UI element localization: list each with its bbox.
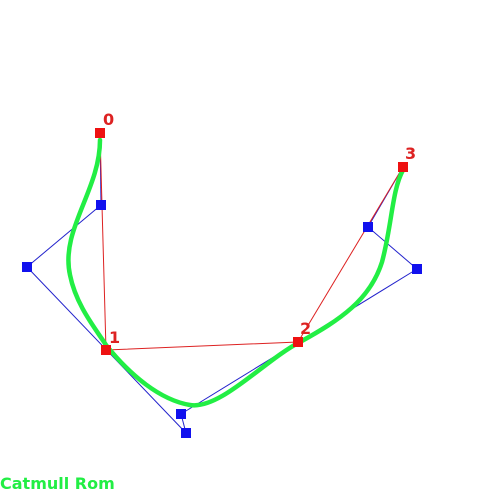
anchor-point[interactable]	[95, 128, 105, 138]
point-label: 1	[109, 328, 120, 347]
tangent-line	[26, 204, 102, 268]
anchor-point[interactable]	[398, 162, 408, 172]
caption-text: Catmull Rom	[0, 474, 115, 493]
tangent-line	[367, 226, 418, 270]
catmull-rom-curve	[66, 137, 406, 408]
point-label: 2	[300, 319, 311, 338]
tangent-handles	[22, 200, 422, 438]
anchor-points	[95, 128, 408, 355]
point-label: 3	[405, 144, 416, 163]
tangent-handle[interactable]	[96, 200, 106, 210]
point-label: 0	[103, 110, 114, 129]
tangent-handle[interactable]	[176, 409, 186, 419]
control-polygon	[99, 132, 404, 351]
tangent-lines	[26, 132, 418, 434]
control-polygon-line	[99, 132, 404, 351]
anchor-point[interactable]	[293, 337, 303, 347]
point-labels: 0 1 2 3	[103, 110, 416, 347]
tangent-handle[interactable]	[181, 428, 191, 438]
tangent-handle[interactable]	[22, 262, 32, 272]
anchor-point[interactable]	[101, 345, 111, 355]
tangent-handle[interactable]	[363, 222, 373, 232]
tangent-handle[interactable]	[412, 264, 422, 274]
